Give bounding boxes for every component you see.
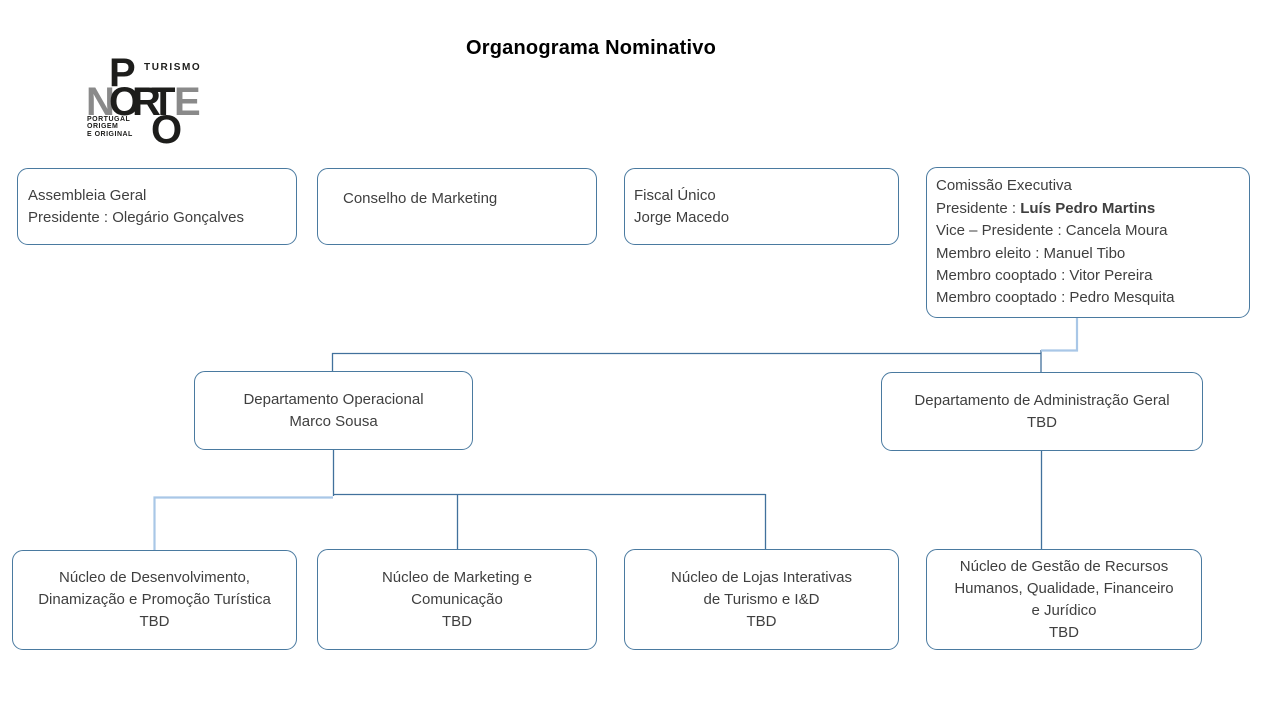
connector-elbow-comissao [1041,318,1079,352]
node-nucleo-gestao-recursos: Núcleo de Gestão de Recursos Humanos, Qu… [926,549,1202,650]
page-title: Organograma Nominativo [466,37,716,59]
node-nucleo-desenvolvimento: Núcleo de Desenvolvimento, Dinamização e… [12,550,297,650]
connector-elbow-nucleo-desenvolvimento [153,496,333,551]
logo-letter-e: E [174,80,201,124]
logo-letter-o: O [109,80,140,124]
logo-tagline: PORTUGAL ORIGEM E ORIGINAL [87,116,133,138]
logo-letter-p: P [109,51,136,95]
logo-letter-o-bottom: O [151,108,182,152]
node-nucleo-marketing-comunicacao: Núcleo de Marketing e Comunicação TBD [317,549,597,650]
turismo-porto-norte-logo: P N O R T E O TURISMO PORTUGAL ORIGEM E … [85,51,225,150]
logo-word-turismo: TURISMO [144,62,202,73]
node-assembleia-geral: Assembleia Geral Presidente : Olegário G… [17,168,297,245]
node-fiscal-unico: Fiscal Único Jorge Macedo [624,168,899,245]
logo-letter-r: R [132,80,161,124]
node-departamento-administracao-geral: Departamento de Administração Geral TBD [881,372,1203,451]
node-conselho-de-marketing: Conselho de Marketing [317,168,597,245]
node-nucleo-lojas-interativas: Núcleo de Lojas Interativas de Turismo e… [624,549,899,650]
presidente-name: Luís Pedro Martins [1020,199,1156,217]
logo-letter-n: N [86,80,115,124]
node-departamento-operacional: Departamento Operacional Marco Sousa [194,371,473,450]
logo-letter-t: T [151,80,175,124]
node-comissao-executiva: Comissão Executiva Presidente : Luís Ped… [926,167,1250,318]
